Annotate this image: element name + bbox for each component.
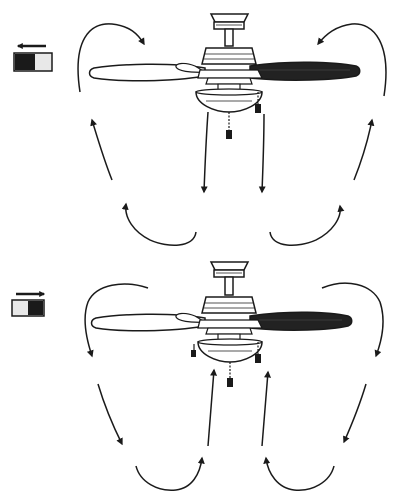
switch-slider [28, 301, 43, 315]
blade-back [175, 312, 207, 323]
ceiling-fan-icon [90, 261, 353, 387]
canopy [209, 13, 250, 23]
airflow-arrows [84, 282, 384, 491]
panel-counterclockwise [13, 13, 387, 246]
straight-arrow-icon [261, 370, 272, 447]
airflow-arrows [77, 23, 387, 246]
blade-right [249, 61, 361, 81]
canopy [209, 261, 250, 271]
straight-arrow-icon [353, 118, 375, 181]
panel-clockwise [11, 261, 384, 491]
straight-arrow-icon [90, 118, 113, 181]
blade-back [175, 62, 207, 73]
curved-arrow-icon [84, 283, 149, 358]
downrod [224, 28, 234, 47]
straight-arrow-icon [97, 383, 123, 446]
light-kit-bowl [195, 91, 263, 113]
curved-arrow-icon [317, 23, 387, 97]
straight-arrow-icon [200, 111, 209, 194]
downrod [224, 276, 234, 296]
curved-arrow-icon [321, 282, 384, 358]
curved-arrow-icon [135, 456, 205, 491]
switch-slider [15, 54, 35, 70]
straight-arrow-icon [343, 383, 367, 444]
ceiling-fan-icon [88, 13, 361, 139]
curved-arrow-icon [121, 202, 197, 246]
straight-arrow-icon [207, 368, 218, 447]
motor-housing [201, 296, 257, 314]
direction-switch-icon [11, 291, 46, 317]
motor-housing [201, 47, 257, 65]
blade-left [88, 63, 206, 82]
blade-right [249, 311, 353, 331]
curved-arrow-icon [269, 204, 345, 246]
curved-arrow-icon [263, 456, 335, 491]
straight-arrow-icon [258, 113, 266, 194]
curved-arrow-icon [77, 23, 145, 93]
direction-switch-icon [13, 43, 53, 72]
